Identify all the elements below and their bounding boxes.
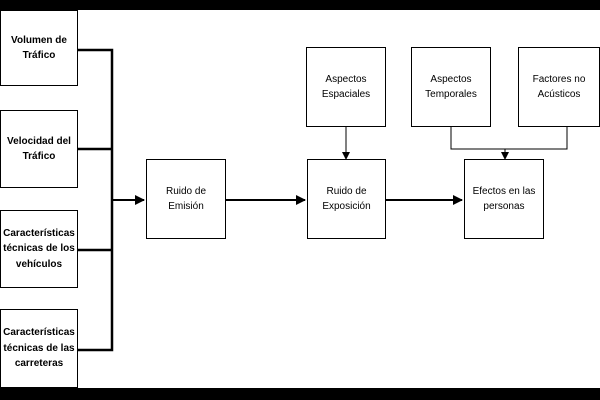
box-label: Velocidad del Tráfico xyxy=(7,135,71,163)
box-efectos-personas: Efectos en las personas xyxy=(464,159,544,239)
connectors xyxy=(78,48,568,352)
box-label: Efectos en las personas xyxy=(472,185,536,213)
connector-carreteras xyxy=(78,200,114,352)
box-label: Características técnicas de los vehículo… xyxy=(3,227,75,270)
box-caracteristicas-carreteras: Características técnicas de las carreter… xyxy=(0,309,78,388)
connector-volumen xyxy=(78,48,114,200)
diagram-canvas: Volumen de Tráfico Velocidad del Tráfico… xyxy=(0,10,600,388)
box-label: Aspectos Temporales xyxy=(425,73,477,101)
box-label: Volumen de Tráfico xyxy=(11,34,67,62)
box-aspectos-espaciales: Aspectos Espaciales xyxy=(306,47,386,127)
box-label: Características técnicas de las carreter… xyxy=(3,327,75,370)
connector-temporales xyxy=(450,127,568,150)
box-ruido-emision: Ruido de Emisión xyxy=(146,159,226,239)
box-velocidad-trafico: Velocidad del Tráfico xyxy=(0,110,78,188)
box-label: Ruido de Emisión xyxy=(165,185,207,213)
box-caracteristicas-vehiculos: Características técnicas de los vehículo… xyxy=(0,210,78,288)
box-ruido-exposicion: Ruido de Exposición xyxy=(307,159,386,239)
box-label: Aspectos Espaciales xyxy=(321,73,371,101)
box-label: Ruido de Exposición xyxy=(322,185,371,213)
box-volumen-trafico: Volumen de Tráfico xyxy=(0,10,78,86)
box-label: Factores no Acústicos xyxy=(532,73,586,101)
box-factores-no-acusticos: Factores no Acústicos xyxy=(518,47,600,127)
box-aspectos-temporales: Aspectos Temporales xyxy=(411,47,491,127)
